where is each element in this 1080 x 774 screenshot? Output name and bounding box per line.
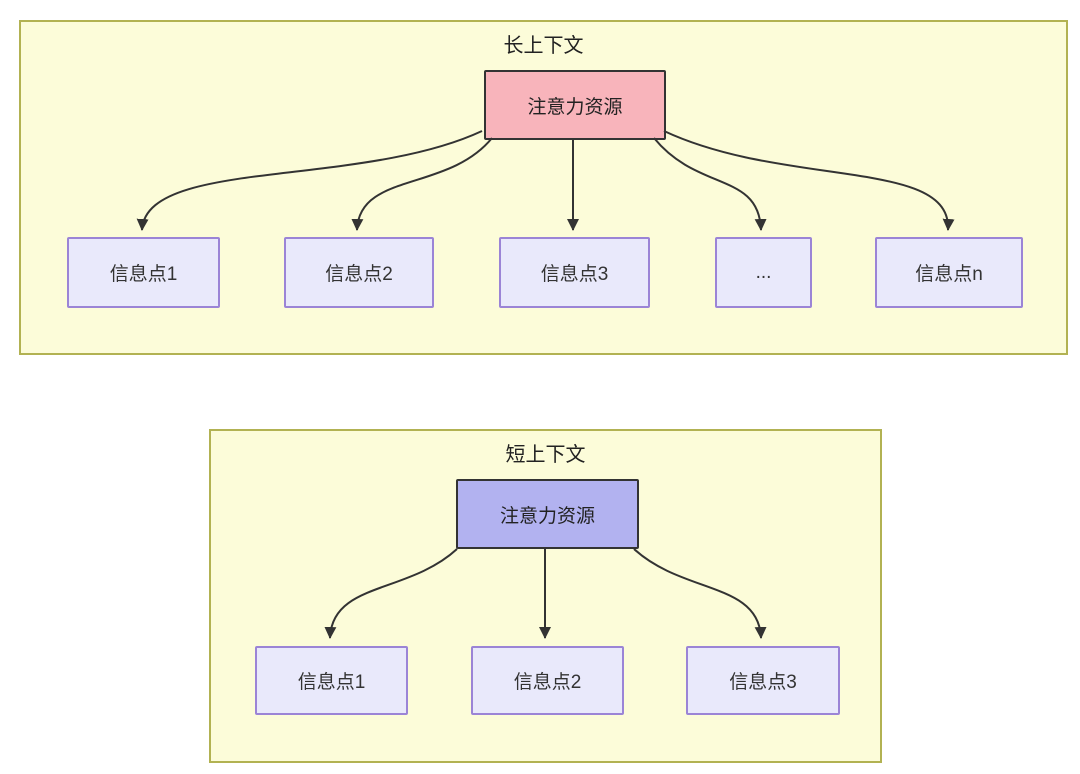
long-context-panel: 长上下文 注意力资源 信息点1 信息点2 信息点3 ... 信息点n bbox=[19, 20, 1068, 355]
long-attention-resource-node: 注意力资源 bbox=[484, 70, 666, 140]
long-info-node-n: 信息点n bbox=[875, 237, 1023, 308]
short-attention-resource-node: 注意力资源 bbox=[456, 479, 639, 549]
short-context-title: 短上下文 bbox=[505, 444, 586, 466]
long-info-node-1: 信息点1 bbox=[67, 237, 220, 308]
long-context-title: 长上下文 bbox=[503, 35, 584, 57]
short-info-node-2: 信息点2 bbox=[471, 646, 624, 715]
short-info-node-3: 信息点3 bbox=[686, 646, 840, 715]
long-info-node-3: 信息点3 bbox=[499, 237, 650, 308]
short-info-node-1: 信息点1 bbox=[255, 646, 408, 715]
short-context-panel: 短上下文 注意力资源 信息点1 信息点2 信息点3 bbox=[209, 429, 882, 763]
long-info-node-ellipsis: ... bbox=[715, 237, 812, 308]
long-info-node-2: 信息点2 bbox=[284, 237, 434, 308]
